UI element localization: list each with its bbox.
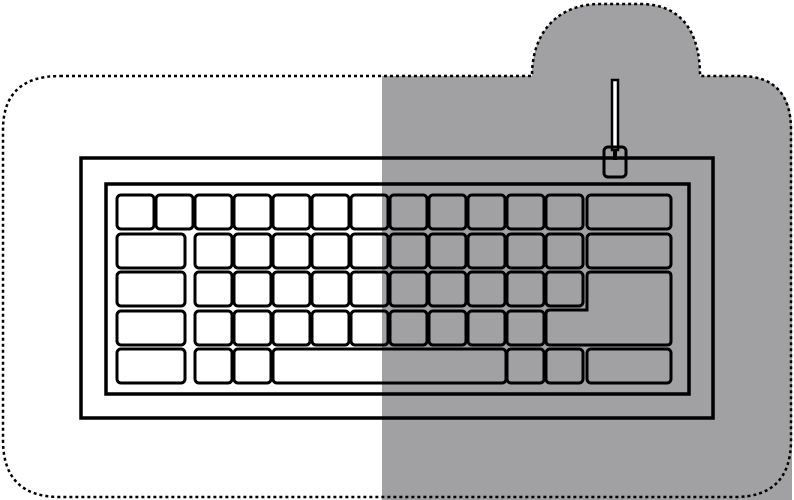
key — [505, 193, 546, 231]
enter-key — [544, 270, 673, 347]
key — [466, 270, 507, 308]
key — [193, 347, 234, 385]
key — [232, 347, 273, 385]
key — [310, 270, 351, 308]
key — [388, 193, 429, 231]
key — [544, 232, 585, 270]
key — [427, 193, 468, 231]
key — [544, 347, 585, 385]
key — [232, 270, 273, 308]
key — [115, 232, 187, 270]
keyboard-case — [79, 156, 715, 420]
key — [271, 232, 312, 270]
key — [193, 270, 234, 308]
key — [427, 232, 468, 270]
key — [585, 232, 673, 270]
key — [310, 232, 351, 270]
key — [349, 270, 390, 308]
key — [115, 309, 187, 347]
key — [466, 232, 507, 270]
key — [388, 232, 429, 270]
key — [505, 309, 546, 347]
key — [349, 309, 390, 347]
key — [505, 232, 546, 270]
key — [310, 309, 351, 347]
key — [115, 347, 187, 385]
key — [388, 309, 429, 347]
key — [349, 193, 390, 231]
key — [466, 193, 507, 231]
key — [388, 270, 429, 308]
key — [349, 232, 390, 270]
key — [193, 232, 234, 270]
key — [193, 193, 234, 231]
key — [232, 232, 273, 270]
key — [310, 193, 351, 231]
key — [585, 347, 673, 385]
key — [427, 270, 468, 308]
key — [585, 193, 673, 231]
shadow-shape — [382, 4, 792, 500]
key — [271, 193, 312, 231]
key — [271, 309, 312, 347]
key — [115, 193, 156, 231]
key — [154, 193, 195, 231]
key — [505, 270, 546, 308]
key — [115, 270, 187, 308]
key — [271, 270, 312, 308]
key — [232, 193, 273, 231]
key — [505, 347, 546, 385]
cable-icon — [602, 78, 628, 179]
key — [544, 193, 585, 231]
key — [544, 270, 585, 308]
key — [193, 309, 234, 347]
keys-group — [115, 193, 673, 385]
key — [427, 309, 468, 347]
key — [232, 309, 273, 347]
key — [466, 309, 507, 347]
keyboard-inner-frame — [104, 182, 691, 396]
